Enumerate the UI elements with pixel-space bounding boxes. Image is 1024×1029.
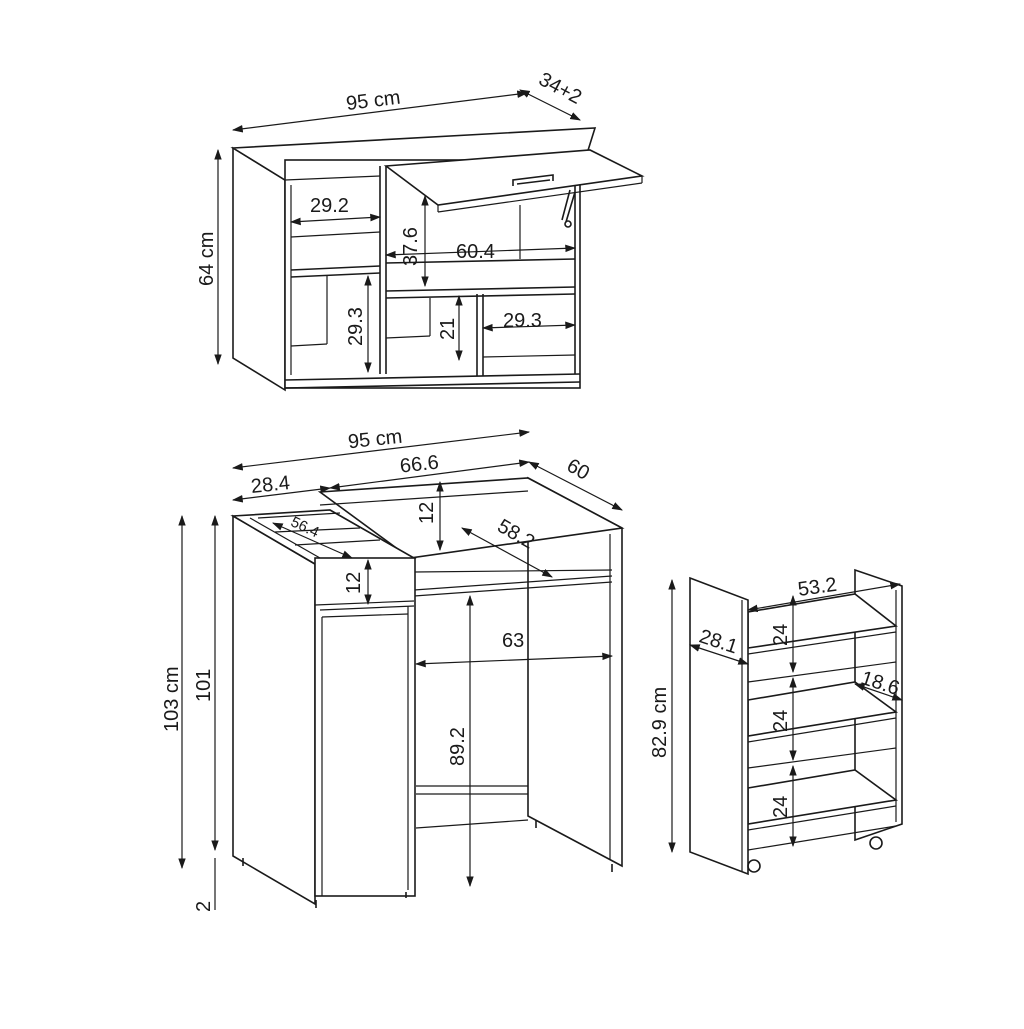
cart-height-label: 82.9 cm — [649, 687, 671, 758]
right-lower-width-label: 29.3 — [503, 310, 542, 332]
gas-strut-icon — [561, 189, 576, 228]
wall-cabinet: 95 cm 34+2 64 cm 29.2 37.6 60.4 29.3 21 … — [196, 68, 645, 392]
leg-gap-label: 63 — [502, 630, 524, 652]
inner-width-label: 60.4 — [456, 241, 495, 263]
drawer-height-label: 12 — [343, 572, 365, 594]
desk: 95 cm 28.4 66.6 60 56.4 12 58.2 12 63 89… — [161, 426, 625, 912]
desk-pedestal-side — [232, 514, 316, 906]
shelf-height-2-label: 24 — [770, 710, 792, 732]
cabinet-width-label: 95 cm — [345, 87, 402, 115]
cabinet-depth-label: 34+2 — [535, 68, 585, 109]
left-shelf-width-label: 29.2 — [310, 195, 349, 217]
left-lower-height-label: 29.3 — [345, 307, 367, 346]
cart-front-side — [689, 576, 749, 876]
shelf-height-3-label: 24 — [770, 796, 792, 818]
desk-pedestal-front — [314, 557, 416, 897]
rolling-cart: 53.2 28.1 82.9 cm 18.6 24 24 24 — [649, 568, 904, 876]
cart-width-label: 53.2 — [797, 574, 839, 601]
foot-height-label: 2 — [193, 901, 215, 912]
flap-height-label: 37.6 — [400, 227, 422, 266]
desk-left-width-label: 28.4 — [250, 472, 291, 498]
cabinet-height-label: 64 cm — [196, 232, 218, 286]
shelf-height-1-label: 24 — [770, 624, 792, 646]
desk-depth-label: 60 — [563, 455, 593, 485]
total-height-label: 103 cm — [161, 666, 183, 732]
back-rail-label: 12 — [416, 502, 438, 524]
desk-width-label: 95 cm — [347, 426, 403, 454]
desk-top-width-label: 66.6 — [399, 452, 440, 478]
body-height-label: 101 — [193, 669, 215, 702]
center-lower-height-label: 21 — [437, 318, 459, 340]
knee-height-label: 89.2 — [447, 727, 469, 766]
cabinet-left-side — [232, 146, 286, 392]
handle-icon — [512, 174, 554, 186]
wheel-icon — [747, 836, 883, 873]
